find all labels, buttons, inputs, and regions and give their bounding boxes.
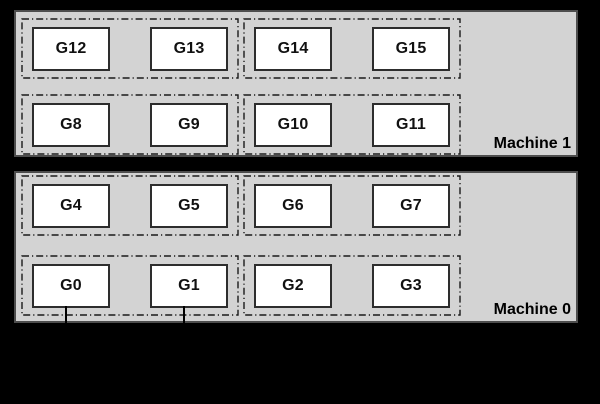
gpu-box-g3: G3 <box>372 263 450 308</box>
gpu-box-g14: G14 <box>254 26 332 71</box>
gpu-box-g15: G15 <box>372 26 450 71</box>
gpu-box-g13: G13 <box>150 26 228 71</box>
gpu-group-g4-g5: G4 G5 <box>22 176 238 235</box>
gpu-box-g11: G11 <box>372 102 450 147</box>
machine-1-box: G12 G13 G14 G15 G8 G9 G10 G11 Machine 1 <box>14 10 578 157</box>
gpu-box-g0: G0 <box>32 263 110 308</box>
gpu-box-g12: G12 <box>32 26 110 71</box>
gpu-box-g1: G1 <box>150 263 228 308</box>
gpu-group-g10-g11: G10 G11 <box>244 95 460 154</box>
machine-0-label: Machine 0 <box>493 301 571 318</box>
gpu-box-g6: G6 <box>254 183 332 228</box>
gpu-group-g8-g9: G8 G9 <box>22 95 238 154</box>
gpu-box-g10: G10 <box>254 102 332 147</box>
gpu-box-g9: G9 <box>150 102 228 147</box>
gpu-group-g0-g1: G0 G1 <box>22 256 238 315</box>
gpu-group-g14-g15: G14 G15 <box>244 19 460 78</box>
gpu-group-g12-g13: G12 G13 <box>22 19 238 78</box>
gpu-box-g7: G7 <box>372 183 450 228</box>
gpu-box-g5: G5 <box>150 183 228 228</box>
gpu-box-g2: G2 <box>254 263 332 308</box>
gpu-group-g6-g7: G6 G7 <box>244 176 460 235</box>
gpu-group-g2-g3: G2 G3 <box>244 256 460 315</box>
gpu-box-g8: G8 <box>32 102 110 147</box>
gpu-box-g4: G4 <box>32 183 110 228</box>
machine-1-label: Machine 1 <box>493 135 571 152</box>
machine-0-box: G4 G5 G6 G7 G0 G1 G2 G3 Machine 0 <box>14 171 578 323</box>
